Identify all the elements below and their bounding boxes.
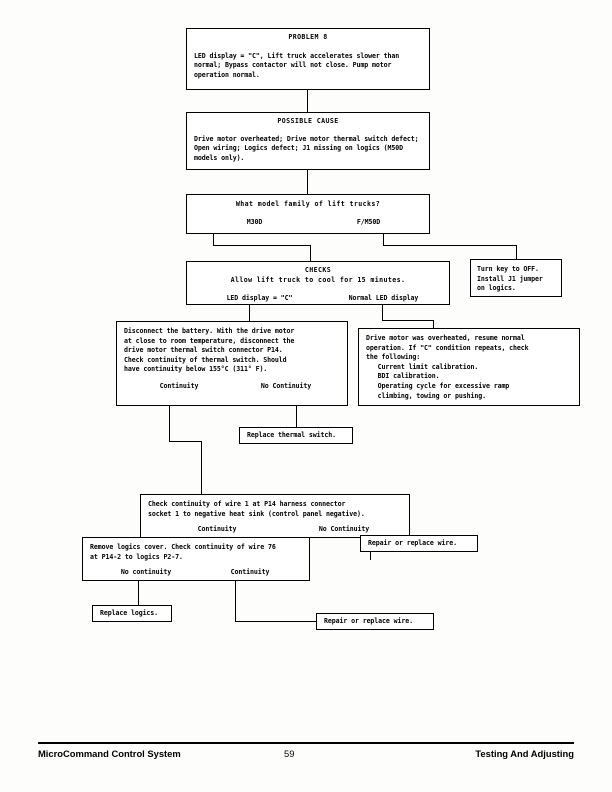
connector-m30d-drop (213, 234, 215, 246)
thermal-switch-check-box: Disconnect the battery. With the drive m… (116, 321, 348, 406)
checks-subtitle: Allow lift truck to cool for 15 minutes. (230, 275, 406, 284)
logics-option-continuity: Continuity (230, 568, 270, 577)
connector-continuity-across (169, 441, 202, 443)
connector-normal-led-drop (382, 305, 384, 321)
model-option-fm50d: F/M50D (356, 217, 381, 226)
turn-key-box: Turn key to OFF. Install J1 jumper on lo… (470, 259, 562, 297)
possible-cause-body: Drive motor overheated; Drive motor ther… (194, 134, 419, 162)
problem-box: PROBLEM 8 LED display = "C", Lift truck … (186, 28, 430, 90)
checks-title: CHECKS (304, 266, 332, 274)
wire1-check-body: Check continuity of wire 1 at P14 harnes… (148, 500, 365, 518)
logics-cover-check-box: Remove logics cover. Check continuity of… (82, 537, 310, 581)
connector-fm50d-across (383, 245, 517, 247)
connector-m30d-across (213, 245, 311, 247)
footer-divider (38, 742, 574, 744)
checks-box: CHECKS Allow lift truck to cool for 15 m… (186, 261, 450, 305)
connector-continuity-to-wire1 (201, 441, 203, 494)
overheated-resume-box: Drive motor was overheated, resume norma… (358, 328, 580, 406)
overheated-resume-body: Drive motor was overheated, resume norma… (366, 334, 529, 400)
connector-m30d-to-checks (310, 245, 312, 261)
model-question-box: What model family of lift trucks? M30D F… (186, 194, 430, 234)
footer-page-number: 59 (284, 748, 295, 759)
repair-wire-bottom-box: Repair or replace wire. (316, 613, 434, 630)
thermal-switch-check-body: Disconnect the battery. With the drive m… (124, 327, 295, 374)
problem-body: LED display = "C", Lift truck accelerate… (194, 51, 400, 79)
connector-cause-to-model (307, 170, 309, 194)
repair-wire-bottom-body: Repair or replace wire. (324, 617, 414, 625)
connector-fm50d-to-turnkey (516, 245, 518, 259)
footer-left-title: MicroCommand Control System (38, 748, 181, 759)
wire1-option-no-continuity: No Continuity (318, 525, 370, 534)
wire1-option-continuity: Continuity (197, 525, 237, 534)
connector-to-overheated (433, 320, 435, 328)
model-option-m30d: M30D (246, 217, 263, 226)
replace-thermal-switch-body: Replace thermal switch. (247, 431, 337, 439)
model-question-title: What model family of lift trucks? (235, 200, 381, 208)
thermal-option-continuity: Continuity (159, 381, 199, 390)
replace-logics-box: Replace logics. (92, 605, 172, 622)
possible-cause-title: POSSIBLE CAUSE (277, 117, 339, 125)
problem-title: PROBLEM 8 (288, 33, 328, 41)
replace-logics-body: Replace logics. (100, 609, 159, 617)
connector-logics-continuity-across (235, 621, 317, 623)
repair-wire-right-box: Repair or replace wire. (360, 535, 478, 552)
turn-key-body: Turn key to OFF. Install J1 jumper on lo… (477, 265, 543, 293)
possible-cause-box: POSSIBLE CAUSE Drive motor overheated; D… (186, 112, 430, 170)
connector-no-continuity-to-replace (296, 406, 298, 427)
connector-fm50d-drop (383, 234, 385, 246)
repair-wire-right-body: Repair or replace wire. (368, 539, 458, 547)
logics-cover-check-body: Remove logics cover. Check continuity of… (90, 543, 276, 561)
connector-normal-led-across (382, 320, 434, 322)
checks-option-led-c: LED display = "C" (226, 294, 293, 303)
connector-continuity-drop (169, 406, 171, 442)
checks-option-normal-led: Normal LED display (348, 294, 419, 303)
connector-logics-continuity-drop (235, 581, 237, 622)
logics-option-no-continuity: No continuity (120, 568, 172, 577)
connector-problem-to-cause (307, 90, 309, 112)
connector-logics-no-continuity-drop (138, 581, 140, 605)
replace-thermal-switch-box: Replace thermal switch. (239, 427, 353, 444)
thermal-option-no-continuity: No Continuity (260, 381, 312, 390)
footer-right-title: Testing And Adjusting (475, 748, 574, 759)
connector-led-c-drop (249, 305, 251, 321)
wire1-check-box: Check continuity of wire 1 at P14 harnes… (140, 494, 410, 538)
